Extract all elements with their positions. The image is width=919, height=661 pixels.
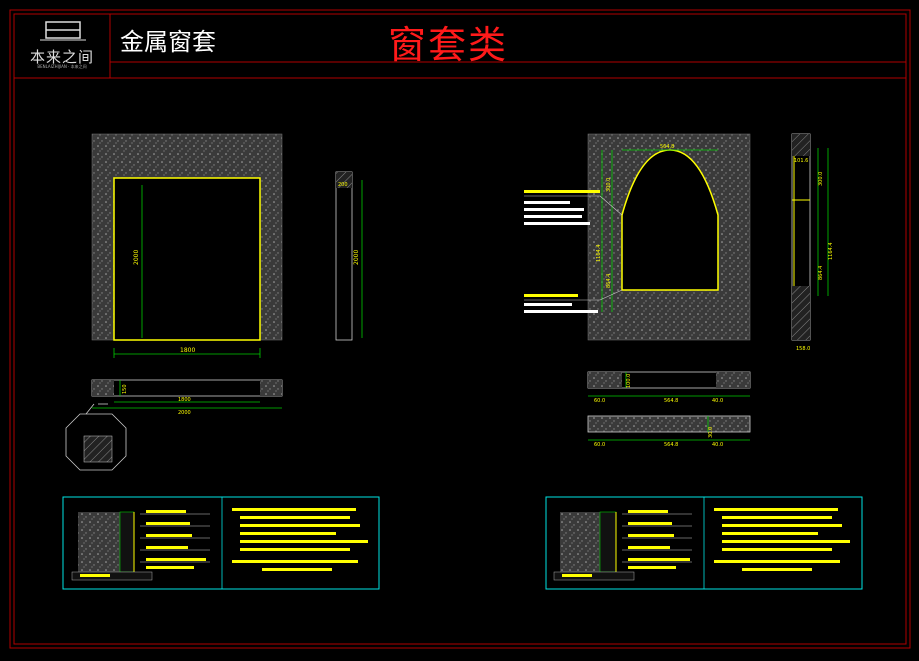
right-dim-left-total: 1164.4 xyxy=(596,245,602,263)
logo-text: 本来之间 xyxy=(29,48,94,66)
right-plan1-dim-mid: 564.8 xyxy=(664,398,678,404)
right-side-dim-a: 101.6 xyxy=(794,158,808,164)
sheet-inner-border xyxy=(13,13,907,645)
right-plan2-dim-depth: 30.0 xyxy=(708,427,714,438)
left-notes-box xyxy=(62,496,380,590)
right-leader-bottom xyxy=(524,289,623,313)
left-side-dim-height: 2000 xyxy=(353,250,360,265)
left-dim-width: 1800 xyxy=(180,347,195,354)
right-side-dim-bottom: 158.0 xyxy=(796,346,810,352)
left-dim-height: 2000 xyxy=(133,250,140,265)
right-plan2-dim-right: 40.0 xyxy=(712,442,723,448)
right-plan1-dim-depth: 100.0 xyxy=(626,374,632,388)
right-leader-top xyxy=(524,190,623,225)
right-plan2-dim-left: 60.0 xyxy=(594,442,605,448)
left-detail-octagon xyxy=(65,403,127,471)
left-side-dim-top: 200 xyxy=(338,182,348,188)
right-plan-1 xyxy=(587,371,751,397)
right-side-dim-d: 1164.4 xyxy=(828,243,834,261)
right-notes-box xyxy=(545,496,863,590)
left-plan xyxy=(91,379,283,409)
right-elevation xyxy=(587,133,751,341)
right-plan1-dim-right: 40.0 xyxy=(712,398,723,404)
sheet-border xyxy=(9,9,911,649)
page-title: 金属窗套 xyxy=(120,28,216,56)
right-side-section xyxy=(791,133,829,341)
right-side-dim-c: 864.4 xyxy=(818,266,824,280)
right-side-dim-b: 300.0 xyxy=(818,172,824,186)
left-plan-dim-inner: 1800 xyxy=(178,397,191,403)
logo-subtitle: BENLAIZHIJIAN · 本来之间 xyxy=(37,64,87,69)
left-elevation xyxy=(91,133,283,358)
right-plan-2 xyxy=(587,415,751,441)
left-side-section xyxy=(335,171,363,341)
left-plan-dim-depth: 150 xyxy=(122,384,128,394)
right-dim-left-lower: 864.4 xyxy=(606,274,612,288)
right-plan2-dim-mid: 564.8 xyxy=(664,442,678,448)
logo-icon xyxy=(40,21,86,41)
right-plan1-dim-left: 60.0 xyxy=(594,398,605,404)
right-dim-top: 300.0 xyxy=(606,178,612,192)
category-title: 窗套类 xyxy=(388,23,509,67)
right-dim-arch-width: 564.8 xyxy=(660,144,674,150)
left-plan-dim-outer: 2000 xyxy=(178,410,191,416)
